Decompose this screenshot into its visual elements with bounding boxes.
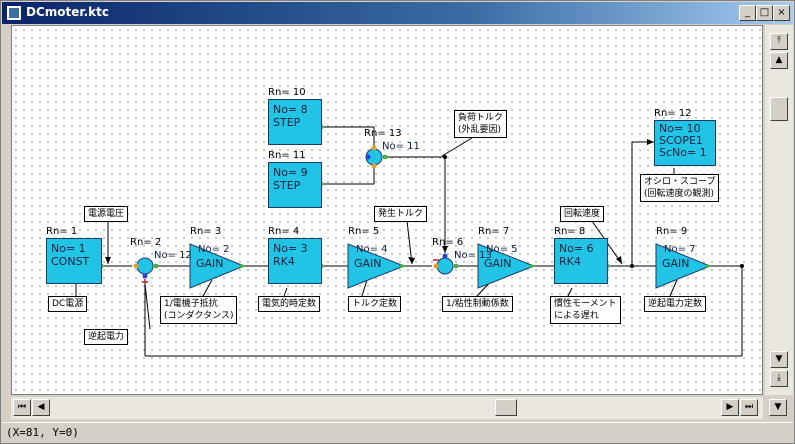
rn-label: Rn= 8 [554, 226, 586, 237]
rn-label: Rn= 11 [268, 150, 306, 161]
const-block[interactable]: No= 1 CONST [46, 238, 102, 284]
annotation-label: トルク定数 [348, 296, 402, 312]
block-number: No= 1 [51, 242, 86, 255]
annotation-label: 逆起電力 [84, 329, 129, 345]
block-type: CONST [51, 255, 90, 268]
rn-label: Rn= 2 [130, 237, 162, 248]
block-number: No= 7 [664, 244, 696, 255]
gain-block[interactable]: GAIN [354, 257, 382, 270]
block-number: No= 3 [273, 242, 308, 255]
scroll-left-icon[interactable]: ◀ [32, 399, 50, 416]
block-number: No= 6 [559, 242, 594, 255]
rn-label: Rn= 7 [478, 226, 510, 237]
rn-label: Rn= 5 [348, 226, 380, 237]
maximize-button[interactable]: □ [756, 5, 773, 21]
block-number: No= 2 [198, 244, 230, 255]
annotation-label: DC電源 [48, 296, 88, 312]
scope-block[interactable]: No= 10 SCOPE1 ScNo= 1 [654, 120, 716, 166]
sum-block[interactable]: No= 13 [454, 250, 492, 261]
sum-block[interactable]: No= 11 [382, 141, 420, 152]
scroll-down-icon[interactable]: ▼ [770, 351, 788, 368]
status-bar: (X=81, Y=0) [2, 422, 793, 442]
scroll-first-icon[interactable]: ⏮ [13, 399, 31, 416]
rn-label: Rn= 10 [268, 87, 306, 98]
annotation-label: オシロ・スコープ (回転速度の観測) [640, 174, 720, 202]
rn-label: Rn= 1 [46, 226, 78, 237]
scroll-right-icon[interactable]: ▶ [721, 399, 739, 416]
rn-label: Rn= 6 [432, 237, 464, 248]
window-title: DCmoter.ktc [26, 5, 109, 19]
block-number: No= 4 [356, 244, 388, 255]
rn-label: Rn= 3 [190, 226, 222, 237]
block-type: RK4 [273, 255, 295, 268]
rn-label: Rn= 9 [656, 226, 688, 237]
rn-label: Rn= 12 [654, 108, 692, 119]
block-type: STEP [273, 116, 301, 129]
close-button[interactable]: × [773, 5, 790, 21]
block-type: STEP [273, 179, 301, 192]
annotation-label: 発生トルク [374, 206, 428, 222]
block-number: No= 8 [273, 103, 308, 116]
block-number: No= 5 [486, 244, 518, 255]
title-bar[interactable]: DCmoter.ktc _ □ × [2, 2, 793, 24]
annotation-label: 電源電圧 [84, 206, 129, 222]
scroll-last-icon[interactable]: ⏭ [740, 399, 758, 416]
wiring-layer [75, 122, 744, 357]
annotation-label: 1/粘性制動係数 [442, 296, 513, 312]
annotation-label: 負荷トルク (外乱要因) [454, 110, 508, 138]
scroll-bottom-icon[interactable]: ⤓ [770, 370, 788, 387]
block-type: SCOPE1 [659, 134, 703, 147]
sum-block[interactable]: No= 12 [154, 250, 192, 261]
annotation-label: 電気的時定数 [258, 296, 321, 312]
scope-number: ScNo= 1 [659, 146, 707, 159]
diagram-canvas[interactable]: Rn= 1 Rn= 2 Rn= 3 Rn= 4 Rn= 5 Rn= 6 Rn= … [11, 25, 763, 395]
annotation-label: 1/電機子抵抗 (コンダクタンス) [160, 296, 238, 324]
scroll-thumb[interactable] [495, 399, 517, 416]
block-type: RK4 [559, 255, 581, 268]
scroll-top-icon[interactable]: ⤒ [770, 33, 788, 50]
rn-label: Rn= 4 [268, 226, 300, 237]
block-number: No= 9 [273, 166, 308, 179]
gain-block[interactable]: GAIN [196, 257, 224, 270]
scroll-up-icon[interactable]: ▲ [770, 52, 788, 69]
step-block[interactable]: No= 8 STEP [268, 99, 322, 145]
gain-block[interactable]: GAIN [662, 257, 690, 270]
scroll-thumb[interactable] [770, 97, 788, 121]
annotation-label: 慣性モーメント による遅れ [550, 296, 621, 324]
gain-block[interactable]: GAIN [484, 257, 512, 270]
scroll-corner-icon[interactable]: ▼ [769, 399, 787, 416]
minimize-button[interactable]: _ [739, 5, 756, 21]
annotation-label: 回転速度 [560, 206, 605, 222]
block-number: No= 10 [659, 122, 701, 135]
rk4-block[interactable]: No= 3 RK4 [268, 238, 322, 284]
horizontal-scrollbar[interactable]: ⏮ ◀ ▶ ⏭ [11, 397, 763, 419]
step-block[interactable]: No= 9 STEP [268, 162, 322, 208]
rk4-block[interactable]: No= 6 RK4 [554, 238, 608, 284]
rn-label: Rn= 13 [364, 128, 402, 139]
vertical-scrollbar[interactable]: ⤒ ▲ ▼ ⤓ [765, 25, 793, 395]
annotation-label: 逆起電力定数 [644, 296, 707, 312]
cursor-coordinates: (X=81, Y=0) [6, 426, 79, 439]
document-icon [6, 5, 22, 21]
